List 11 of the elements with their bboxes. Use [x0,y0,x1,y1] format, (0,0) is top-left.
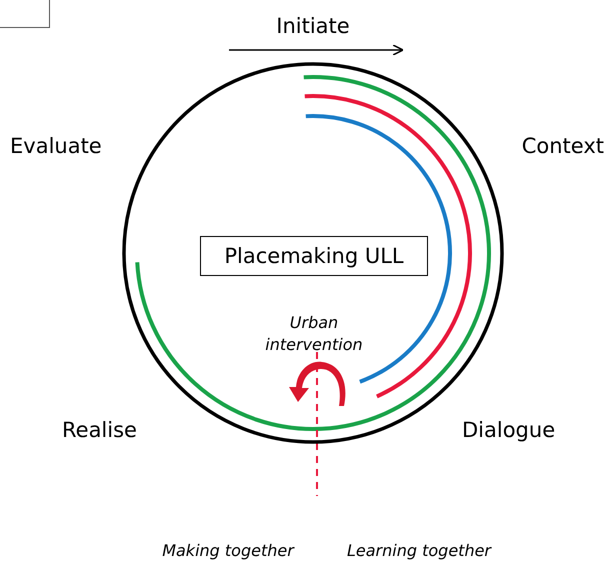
caption-text: Making together [162,541,294,560]
caption-text: Urban intervention [264,312,364,356]
stage-label: Evaluate [10,134,102,160]
stage-label: Context [522,134,604,160]
stage-label: Dialogue [462,418,556,444]
stage-label: Initiate [276,14,350,40]
stage-label: Realise [62,418,137,444]
empty-box [0,0,50,28]
caption-text: Learning together [347,541,491,560]
title-text: Placemaking ULL [224,244,404,268]
title-box [200,236,428,276]
